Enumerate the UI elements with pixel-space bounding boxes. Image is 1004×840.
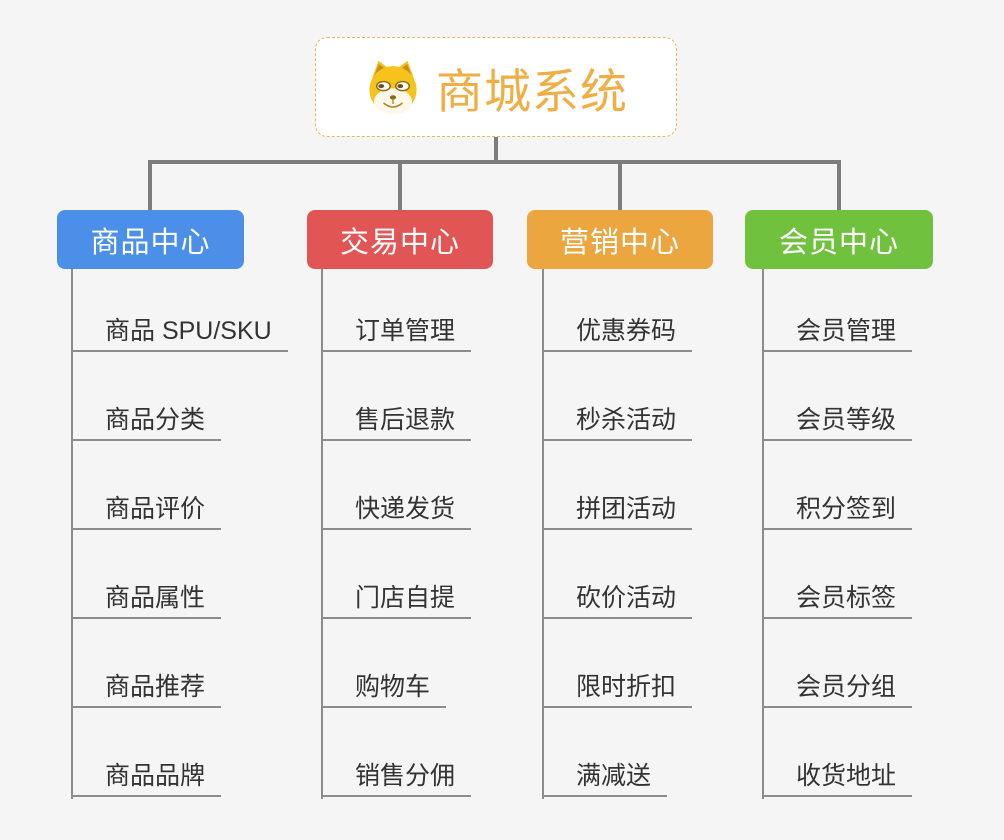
- connector-root-stub: [494, 137, 498, 163]
- leaf-node[interactable]: 商品分类: [72, 397, 222, 441]
- leaf-node[interactable]: 收货地址: [763, 753, 913, 797]
- leaf-node[interactable]: 商品 SPU/SKU: [72, 308, 288, 352]
- branch-label: 会员中心: [778, 226, 899, 259]
- shiba-dog-icon: [369, 60, 417, 115]
- branch-label: 交易中心: [339, 226, 460, 259]
- leaf-node[interactable]: 售后退款: [322, 397, 472, 441]
- leaf-node[interactable]: 砍价活动: [543, 575, 693, 619]
- branch-box-marketing-center[interactable]: 营销中心: [527, 210, 713, 269]
- leaf-node[interactable]: 商品品牌: [72, 753, 222, 797]
- connector-branch-2: [398, 160, 402, 210]
- branch-box-trade-center[interactable]: 交易中心: [307, 210, 493, 269]
- leaf-node[interactable]: 商品推荐: [72, 664, 222, 708]
- branch-box-member-center[interactable]: 会员中心: [745, 210, 933, 269]
- root-node[interactable]: 商城系统: [315, 37, 677, 137]
- leaf-node[interactable]: 秒杀活动: [543, 397, 693, 441]
- leaf-node[interactable]: 商品评价: [72, 486, 222, 530]
- leaf-node[interactable]: 满减送: [543, 753, 668, 797]
- leaf-node[interactable]: 会员等级: [763, 397, 913, 441]
- branch-trunk-line: [542, 269, 544, 799]
- leaf-node[interactable]: 商品属性: [72, 575, 222, 619]
- leaf-node[interactable]: 购物车: [322, 664, 447, 708]
- branch-trunk-line: [321, 269, 323, 799]
- leaf-node[interactable]: 快递发货: [322, 486, 472, 530]
- connector-branch-1: [148, 160, 152, 210]
- leaf-node[interactable]: 门店自提: [322, 575, 472, 619]
- connector-horizontal: [148, 160, 841, 164]
- connector-branch-4: [837, 160, 841, 210]
- leaf-node[interactable]: 限时折扣: [543, 664, 693, 708]
- leaf-node[interactable]: 积分签到: [763, 486, 913, 530]
- leaf-node[interactable]: 拼团活动: [543, 486, 693, 530]
- leaf-node[interactable]: 销售分佣: [322, 753, 472, 797]
- leaf-node[interactable]: 会员标签: [763, 575, 913, 619]
- leaf-node[interactable]: 会员分组: [763, 664, 913, 708]
- root-title: 商城系统: [436, 64, 628, 118]
- branch-label: 商品中心: [90, 226, 211, 259]
- leaf-node[interactable]: 会员管理: [763, 308, 913, 352]
- connector-branch-3: [618, 160, 622, 210]
- branch-trunk-line: [71, 269, 73, 799]
- leaf-node[interactable]: 优惠券码: [543, 308, 693, 352]
- branch-box-product-center[interactable]: 商品中心: [57, 210, 244, 269]
- branch-label: 营销中心: [559, 226, 680, 259]
- leaf-node[interactable]: 订单管理: [322, 308, 472, 352]
- branch-trunk-line: [762, 269, 764, 799]
